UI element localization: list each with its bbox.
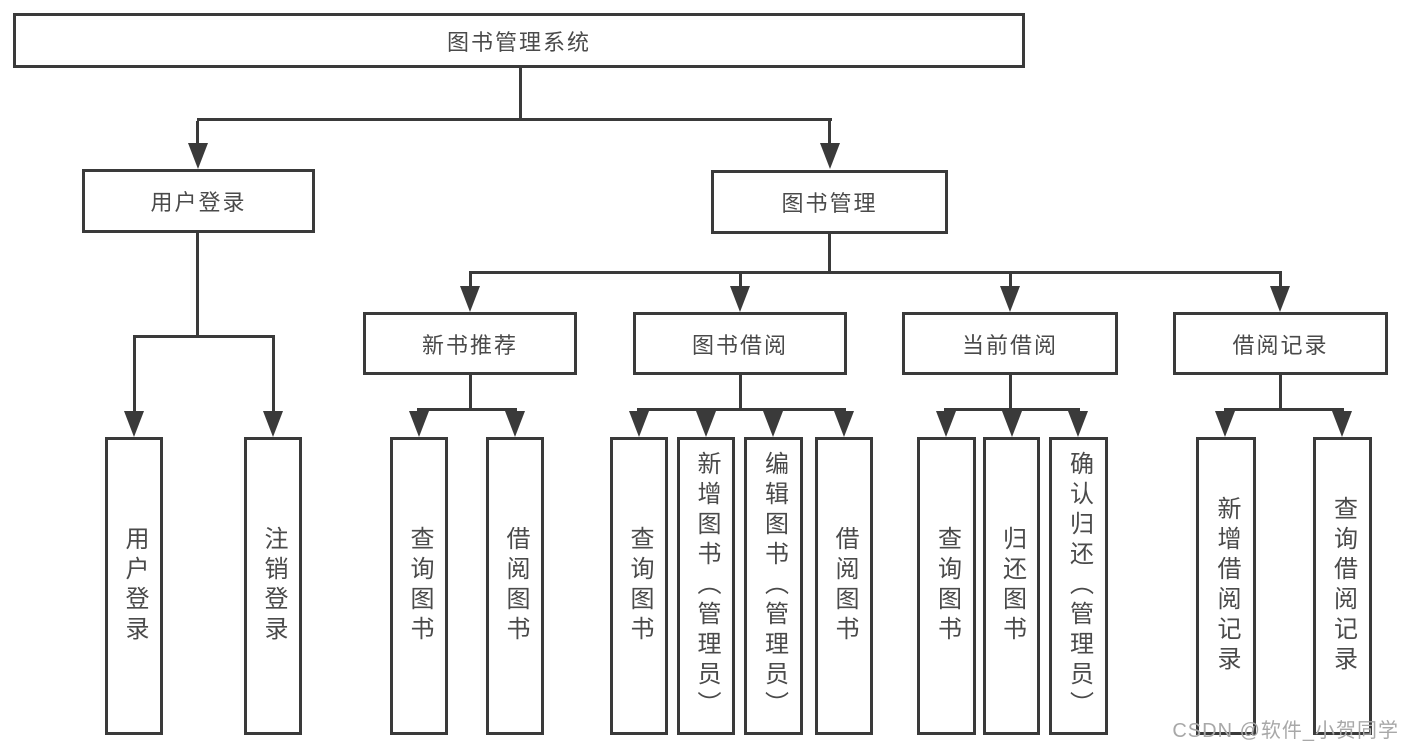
arrow-down-icon	[124, 411, 144, 437]
connector-line	[469, 375, 472, 411]
leaf-borrow-books-recommend: 借阅图书	[486, 437, 544, 735]
node-book-management: 图书管理	[711, 170, 948, 234]
arrow-down-icon	[1270, 286, 1290, 312]
connector-line	[828, 234, 831, 274]
connector-line	[133, 338, 136, 411]
leaf-confirm-return-admin-label: 确认归还（管理员）	[1065, 451, 1093, 721]
connector-line	[739, 375, 742, 411]
leaf-borrow-books-label: 借阅图书	[831, 526, 858, 646]
node-book-borrow-label: 图书借阅	[691, 332, 788, 358]
node-current-borrow-label: 当前借阅	[961, 332, 1058, 358]
connector-line	[637, 408, 846, 411]
node-current-borrow: 当前借阅	[902, 312, 1118, 375]
node-book-management-label: 图书管理	[781, 191, 878, 216]
connector-line	[196, 121, 199, 143]
arrow-down-icon	[263, 411, 283, 437]
connector-line	[469, 271, 1282, 274]
connector-line	[944, 408, 1080, 411]
arrow-down-icon	[1068, 411, 1088, 437]
arrow-down-icon	[1002, 411, 1022, 437]
arrow-down-icon	[188, 143, 208, 169]
leaf-query-books-borrow: 查询图书	[610, 437, 668, 735]
connector-line	[1009, 274, 1012, 286]
leaf-user-login: 用户登录	[105, 437, 163, 735]
arrow-down-icon	[460, 286, 480, 312]
connector-line	[739, 274, 742, 286]
connector-line	[469, 274, 472, 286]
leaf-borrow-books: 借阅图书	[815, 437, 873, 735]
arrow-down-icon	[730, 286, 750, 312]
node-user-login: 用户登录	[82, 169, 315, 233]
leaf-logout-label: 注销登录	[260, 526, 287, 646]
node-root-label: 图书管理系统	[446, 29, 591, 55]
arrow-down-icon	[409, 411, 429, 437]
leaf-edit-books-admin: 编辑图书（管理员）	[744, 437, 803, 735]
arrow-down-icon	[629, 411, 649, 437]
leaf-return-books: 归还图书	[983, 437, 1040, 735]
arrow-down-icon	[834, 411, 854, 437]
leaf-add-books-admin: 新增图书（管理员）	[677, 437, 735, 735]
arrow-down-icon	[820, 143, 840, 169]
arrow-down-icon	[1332, 411, 1352, 437]
arrow-down-icon	[1215, 411, 1235, 437]
leaf-add-borrow-record-label: 新增借阅记录	[1213, 496, 1240, 676]
arrow-down-icon	[763, 411, 783, 437]
leaf-query-books-recommend-label: 查询图书	[406, 526, 433, 646]
connector-line	[196, 233, 199, 337]
leaf-query-books-current: 查询图书	[917, 437, 976, 735]
connector-line	[828, 121, 831, 143]
connector-line	[1224, 408, 1344, 411]
node-new-book-recommend: 新书推荐	[363, 312, 577, 375]
leaf-user-login-label: 用户登录	[121, 526, 148, 646]
connector-line	[1009, 375, 1012, 411]
connector-line	[1279, 375, 1282, 411]
connector-line	[197, 118, 832, 121]
leaf-add-books-admin-label: 新增图书（管理员）	[693, 451, 720, 721]
leaf-return-books-label: 归还图书	[998, 526, 1026, 646]
node-user-login-label: 用户登录	[150, 190, 247, 215]
node-book-borrow: 图书借阅	[633, 312, 847, 375]
node-borrow-records: 借阅记录	[1173, 312, 1388, 375]
leaf-query-books-borrow-label: 查询图书	[626, 526, 653, 646]
connector-line	[417, 408, 517, 411]
connector-line	[1279, 274, 1282, 286]
leaf-add-borrow-record: 新增借阅记录	[1196, 437, 1256, 735]
node-borrow-records-label: 借阅记录	[1232, 332, 1329, 358]
leaf-confirm-return-admin: 确认归还（管理员）	[1049, 437, 1108, 735]
connector-line	[272, 338, 275, 411]
node-root: 图书管理系统	[13, 13, 1025, 68]
leaf-query-books-current-label: 查询图书	[933, 526, 961, 646]
connector-line	[133, 335, 275, 338]
connector-line	[519, 68, 522, 121]
leaf-query-borrow-record: 查询借阅记录	[1313, 437, 1372, 735]
csdn-watermark: CSDN @软件_小贺同学	[1172, 720, 1399, 742]
arrow-down-icon	[505, 411, 525, 437]
arrow-down-icon	[696, 411, 716, 437]
leaf-borrow-books-recommend-label: 借阅图书	[502, 526, 529, 646]
leaf-edit-books-admin-label: 编辑图书（管理员）	[760, 451, 788, 721]
node-new-book-recommend-label: 新书推荐	[421, 332, 518, 358]
leaf-query-books-recommend: 查询图书	[390, 437, 448, 735]
arrow-down-icon	[1000, 286, 1020, 312]
arrow-down-icon	[936, 411, 956, 437]
leaf-logout: 注销登录	[244, 437, 302, 735]
leaf-query-borrow-record-label: 查询借阅记录	[1329, 496, 1357, 676]
